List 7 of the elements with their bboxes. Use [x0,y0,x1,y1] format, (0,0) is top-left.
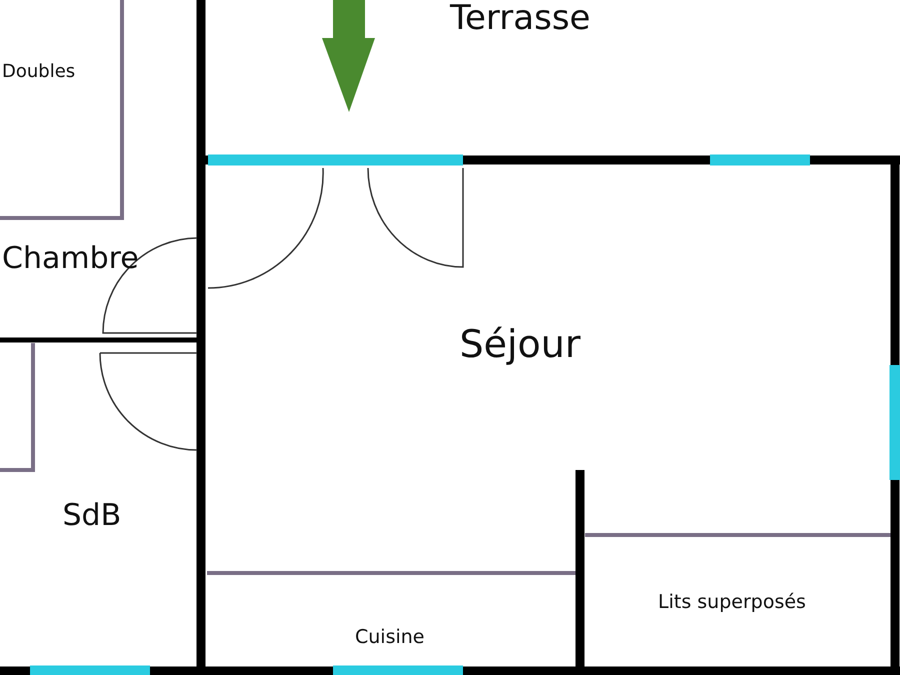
room-label: Cuisine [355,626,424,648]
room-label: Terrasse [450,0,590,38]
room-label: Séjour [460,324,581,366]
room-label: Chambre [2,242,139,274]
room-label: Doubles [2,62,76,82]
room-label: SdB [62,498,122,532]
room-label: Lits superposés [658,592,806,612]
